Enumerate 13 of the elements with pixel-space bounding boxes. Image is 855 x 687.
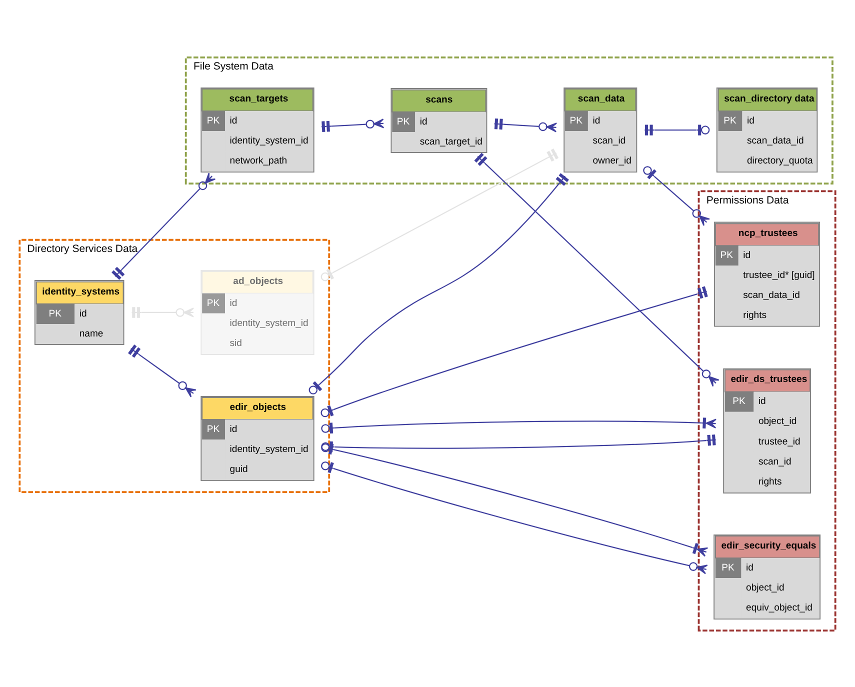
connector [320, 460, 708, 574]
connector [321, 417, 717, 434]
connector [494, 118, 558, 132]
connector [320, 148, 559, 281]
connector [320, 286, 708, 417]
connector [474, 152, 720, 386]
connector [308, 172, 569, 394]
connector [644, 124, 710, 135]
connector [321, 442, 708, 556]
connector [321, 118, 384, 132]
connector [112, 172, 216, 280]
connector [128, 344, 197, 397]
connector [643, 166, 710, 226]
